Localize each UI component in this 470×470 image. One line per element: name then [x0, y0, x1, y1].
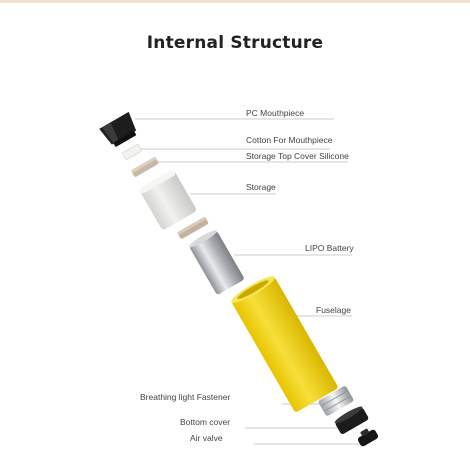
leader-lines — [135, 118, 365, 445]
page-title: Internal Structure — [146, 33, 324, 53]
label-air-valve: Air valve — [190, 433, 223, 443]
label-bottom-cover: Bottom cover — [180, 417, 230, 427]
top-accent-strip — [0, 0, 470, 3]
storage-bottom-silicone-part — [177, 216, 209, 239]
label-storage-top-cover-silicone: Storage Top Cover Silicone — [246, 151, 349, 161]
label-storage: Storage — [246, 182, 276, 192]
label-cotton-for-mouthpiece: Cotton For Mouthpiece — [246, 135, 333, 145]
lipo-battery-part — [189, 230, 244, 295]
label-pc-mouthpiece: PC Mouthpiece — [246, 108, 304, 118]
storage-part — [139, 170, 196, 230]
air-valve-part — [357, 428, 379, 447]
label-breathing-light-fastener: Breathing light Fastener — [140, 392, 230, 402]
bottom-cover-part — [334, 406, 369, 434]
cotton-for-mouthpiece-part — [122, 144, 142, 160]
label-lipo-battery: LIPO Battery — [305, 243, 354, 253]
storage-top-cover-silicone-part — [131, 156, 159, 177]
fuselage-part — [231, 276, 338, 412]
breathing-light-fastener-part — [318, 386, 354, 416]
pc-mouthpiece-part — [99, 111, 137, 147]
label-fuselage: Fuselage — [316, 305, 351, 315]
